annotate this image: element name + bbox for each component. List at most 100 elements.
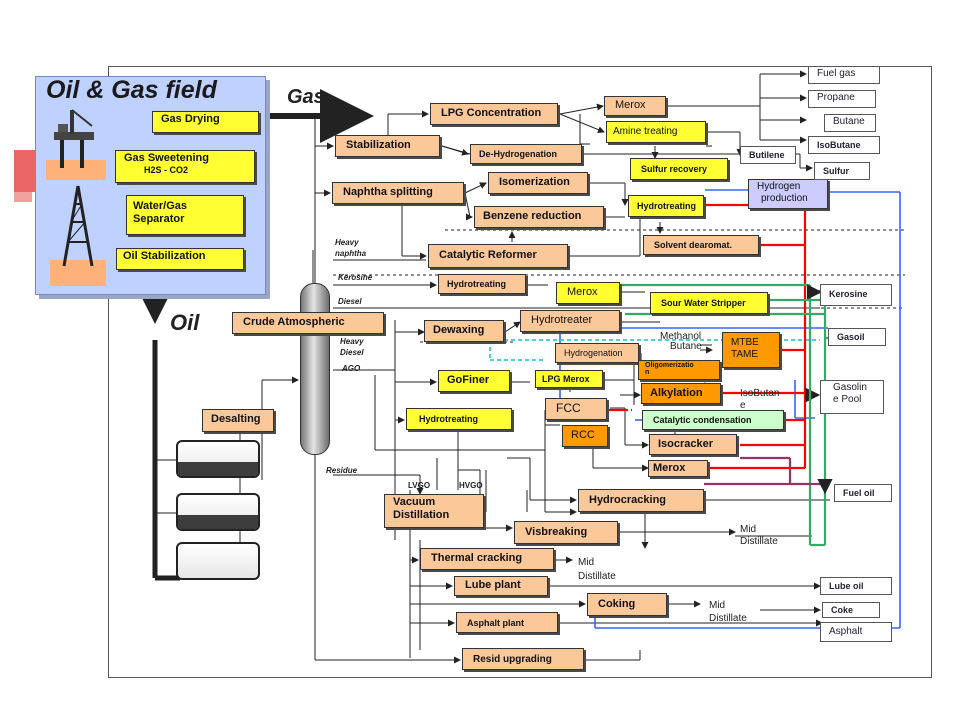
field-title: Oil & Gas field xyxy=(46,76,217,104)
oil-flow-label: Oil xyxy=(170,310,200,335)
mid-distillate-1-line1: Mid xyxy=(740,524,757,535)
product-isobutane: IsoButane xyxy=(808,136,880,154)
desalting-unit[interactable]: Desalting xyxy=(202,409,274,432)
product-gasoil: Gasoil xyxy=(828,328,886,346)
kerosine-stream-label: Kerosine xyxy=(338,273,373,282)
heavy-naphtha-label-2: naphtha xyxy=(335,249,367,258)
lpg-merox-unit[interactable]: LPG Merox xyxy=(535,370,603,388)
gas-drying-unit[interactable]: Gas Drying xyxy=(152,111,259,133)
isobutane-note-1: IsoButan xyxy=(740,388,780,399)
oil-stabilization-unit[interactable]: Oil Stabilization xyxy=(116,248,244,270)
product-gasoline-pool: Gasolin e Pool xyxy=(820,380,884,414)
product-lube-oil: Lube oil xyxy=(820,577,892,595)
water-gas-separator-unit[interactable]: Water/Gas Separator xyxy=(126,195,244,235)
visbreaking-unit[interactable]: Visbreaking xyxy=(514,521,618,544)
product-butane: Butane xyxy=(824,114,876,132)
stabilization-unit[interactable]: Stabilization xyxy=(335,135,440,157)
residue-stream-label: Residue xyxy=(326,466,358,475)
crude-atmospheric-unit[interactable]: Crude Atmospheric xyxy=(232,312,384,334)
desalting-tank-3 xyxy=(176,542,260,580)
gas-sweetening-label: Gas Sweetening xyxy=(124,152,209,164)
thermal-cracking-unit[interactable]: Thermal cracking xyxy=(420,548,554,570)
heavy-diesel-label-1: Heavy xyxy=(340,337,364,346)
gas-flow-label: Gas xyxy=(287,86,325,108)
product-coke: Coke xyxy=(822,602,880,618)
vacuum-distillation-unit[interactable]: Vacuum Distillation xyxy=(384,494,484,528)
asphalt-plant-unit[interactable]: Asphalt plant xyxy=(456,612,558,633)
coking-unit[interactable]: Coking xyxy=(587,593,667,616)
mtbe-label: MTBE xyxy=(731,337,759,348)
amine-treating-unit[interactable]: Amine treating xyxy=(606,121,706,143)
product-fuel-oil: Fuel oil xyxy=(834,484,892,502)
desalting-tank-1 xyxy=(176,440,260,478)
hydrogenation-unit[interactable]: Hydrogenation xyxy=(555,343,639,363)
oligomerization-label-1: Oligomerizatio xyxy=(645,362,694,369)
mid-distillate-1-line2: Distillate xyxy=(740,536,778,547)
red-accent-block-2 xyxy=(14,192,32,202)
product-sulfur: Sulfur xyxy=(814,162,870,180)
hydrotreating-ago-unit[interactable]: Hydrotreating xyxy=(406,408,512,430)
desalting-tank-2 xyxy=(176,493,260,531)
crude-distillation-column xyxy=(300,283,330,455)
product-asphalt: Asphalt xyxy=(820,622,892,642)
water-gas-separator-label-1: Water/Gas xyxy=(133,200,188,212)
heavy-naphtha-label-1: Heavy xyxy=(335,238,359,247)
water-gas-separator-label-2: Separator xyxy=(133,212,185,225)
lpg-concentration-unit[interactable]: LPG Concentration xyxy=(430,103,558,125)
catalytic-reformer-unit[interactable]: Catalytic Reformer xyxy=(428,244,568,268)
ago-stream-label: AGO xyxy=(342,364,361,373)
hydrogen-production-label-1: Hydrogen xyxy=(757,181,801,192)
oil-derrick-icon xyxy=(50,185,106,286)
dewaxing-unit[interactable]: Dewaxing xyxy=(424,320,504,342)
product-kerosine: Kerosine xyxy=(820,284,892,306)
mid-distillate-2-line2: Distillate xyxy=(578,571,616,582)
naphtha-splitting-unit[interactable]: Naphtha splitting xyxy=(332,182,464,204)
vacuum-label: Vacuum xyxy=(393,496,436,508)
merox-kerosine-unit[interactable]: Merox xyxy=(556,282,620,304)
rcc-unit[interactable]: RCC xyxy=(562,425,608,447)
tame-label: TAME xyxy=(731,348,759,360)
mtbe-tame-unit[interactable]: MTBE TAME xyxy=(722,332,780,368)
isocracker-unit[interactable]: Isocracker xyxy=(649,434,737,455)
mid-distillate-3-line2: Distillate xyxy=(709,613,747,624)
lvgo-stream-label: LVGO xyxy=(408,481,431,490)
catalytic-condensation-unit[interactable]: Catalytic condensation xyxy=(642,410,784,430)
offshore-platform-icon xyxy=(46,109,106,180)
product-butilene: Butilene xyxy=(740,146,796,164)
hydrotreater-unit[interactable]: Hydrotreater xyxy=(520,310,620,332)
distillation-label: Distillation xyxy=(393,508,450,521)
de-hydrogenation-unit[interactable]: De-Hydrogenation xyxy=(470,144,582,164)
diesel-stream-label: Diesel xyxy=(338,297,362,306)
resid-upgrading-unit[interactable]: Resid upgrading xyxy=(462,648,584,670)
gasoline-pool-label-2: e Pool xyxy=(833,393,862,405)
hydrogen-production-unit[interactable]: Hydrogen production xyxy=(748,179,828,209)
gas-sweetening-unit[interactable]: Gas Sweetening H2S - CO2 xyxy=(115,150,255,183)
merox-bottom-unit[interactable]: Merox xyxy=(648,460,708,477)
product-propane: Propane xyxy=(808,90,876,108)
alkylation-unit[interactable]: Alkylation xyxy=(641,383,721,404)
hydrotreating-top-unit[interactable]: Hydrotreating xyxy=(628,195,704,217)
merox-top-unit[interactable]: Merox xyxy=(604,96,666,116)
hydrotreating-kerosine-unit[interactable]: Hydrotreating xyxy=(438,274,526,294)
heavy-diesel-label-2: Diesel xyxy=(340,348,364,357)
hvgo-stream-label: HVGO xyxy=(459,481,483,490)
solvent-dearomat-unit[interactable]: Solvent dearomat. xyxy=(643,235,759,255)
butane-note: Butane xyxy=(670,341,702,352)
sour-water-stripper-unit[interactable]: Sour Water Stripper xyxy=(650,292,768,314)
oligomerization-label-2: n xyxy=(645,369,650,377)
sulfur-recovery-unit[interactable]: Sulfur recovery xyxy=(630,158,728,180)
hydrogen-production-label-2: production xyxy=(761,192,808,204)
oligomerization-unit[interactable]: Oligomerizatio n xyxy=(638,360,720,380)
fcc-unit[interactable]: FCC xyxy=(545,398,607,420)
mid-distillate-2-line1: Mid xyxy=(578,557,595,568)
gasoline-pool-label-1: Gasolin xyxy=(833,382,867,393)
hydrocracking-unit[interactable]: Hydrocracking xyxy=(578,489,704,512)
lube-plant-unit[interactable]: Lube plant xyxy=(454,576,548,596)
product-fuel-gas: Fuel gas xyxy=(808,66,880,84)
benzene-reduction-unit[interactable]: Benzene reduction xyxy=(474,206,604,228)
isobutane-note-2: e xyxy=(740,400,746,411)
isomerization-unit[interactable]: Isomerization xyxy=(488,172,588,194)
gofiner-unit[interactable]: GoFiner xyxy=(438,370,510,392)
methanol-note: Methanol xyxy=(660,331,702,342)
